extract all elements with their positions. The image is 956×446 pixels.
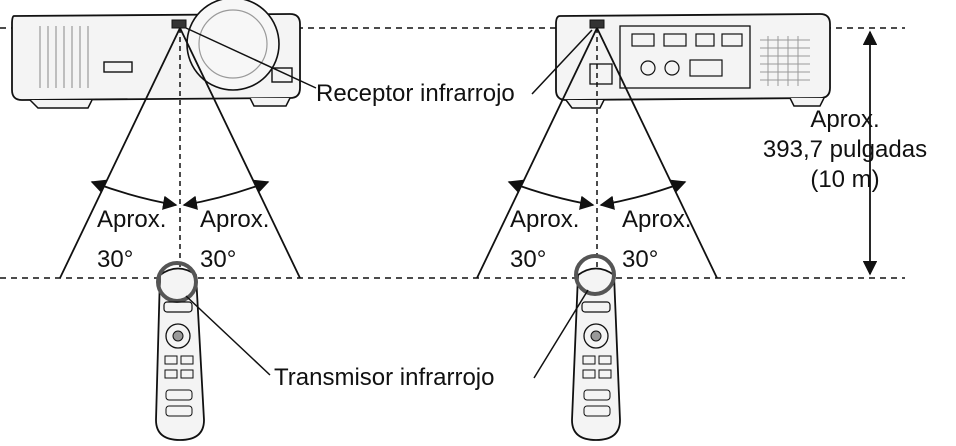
left-approx-label-1: Aprox. bbox=[97, 206, 167, 233]
right-angle-label-1: 30° bbox=[510, 246, 547, 273]
left-ir-cone bbox=[59, 27, 301, 279]
right-angle-arc-left bbox=[507, 179, 595, 210]
left-angle-label-2: 30° bbox=[200, 246, 237, 273]
receiver-leader-right bbox=[531, 29, 593, 95]
left-angle-arc-right bbox=[182, 179, 270, 210]
right-approx-label-1: Aprox. bbox=[510, 206, 580, 233]
right-angle-arc-right bbox=[599, 179, 687, 210]
remote-control-icon bbox=[571, 254, 621, 441]
distance-label: Aprox. 393,7 pulgadas (10 m) bbox=[752, 105, 938, 195]
right-angle-label-2: 30° bbox=[622, 246, 659, 273]
projector-front-icon bbox=[11, 0, 301, 109]
distance-line-1: Aprox. bbox=[810, 106, 880, 133]
left-approx-label-2: Aprox. bbox=[200, 206, 270, 233]
right-approx-label-2: Aprox. bbox=[622, 206, 692, 233]
transmitter-leader-left bbox=[185, 295, 271, 376]
projector-rear-icon bbox=[555, 13, 831, 109]
remote-control-icon bbox=[155, 261, 205, 441]
left-angle-arc-left bbox=[90, 179, 178, 210]
left-angle-label-1: 30° bbox=[97, 246, 134, 273]
distance-line-2: 393,7 pulgadas bbox=[762, 136, 928, 163]
transmitter-label: Transmisor infrarrojo bbox=[274, 364, 495, 391]
transmitter-leader-right bbox=[533, 289, 589, 379]
right-ir-cone bbox=[476, 27, 718, 279]
receiver-label: Receptor infrarrojo bbox=[316, 80, 515, 107]
distance-line-3: (10 m) bbox=[810, 166, 880, 193]
receiver-leader-left bbox=[185, 27, 317, 89]
